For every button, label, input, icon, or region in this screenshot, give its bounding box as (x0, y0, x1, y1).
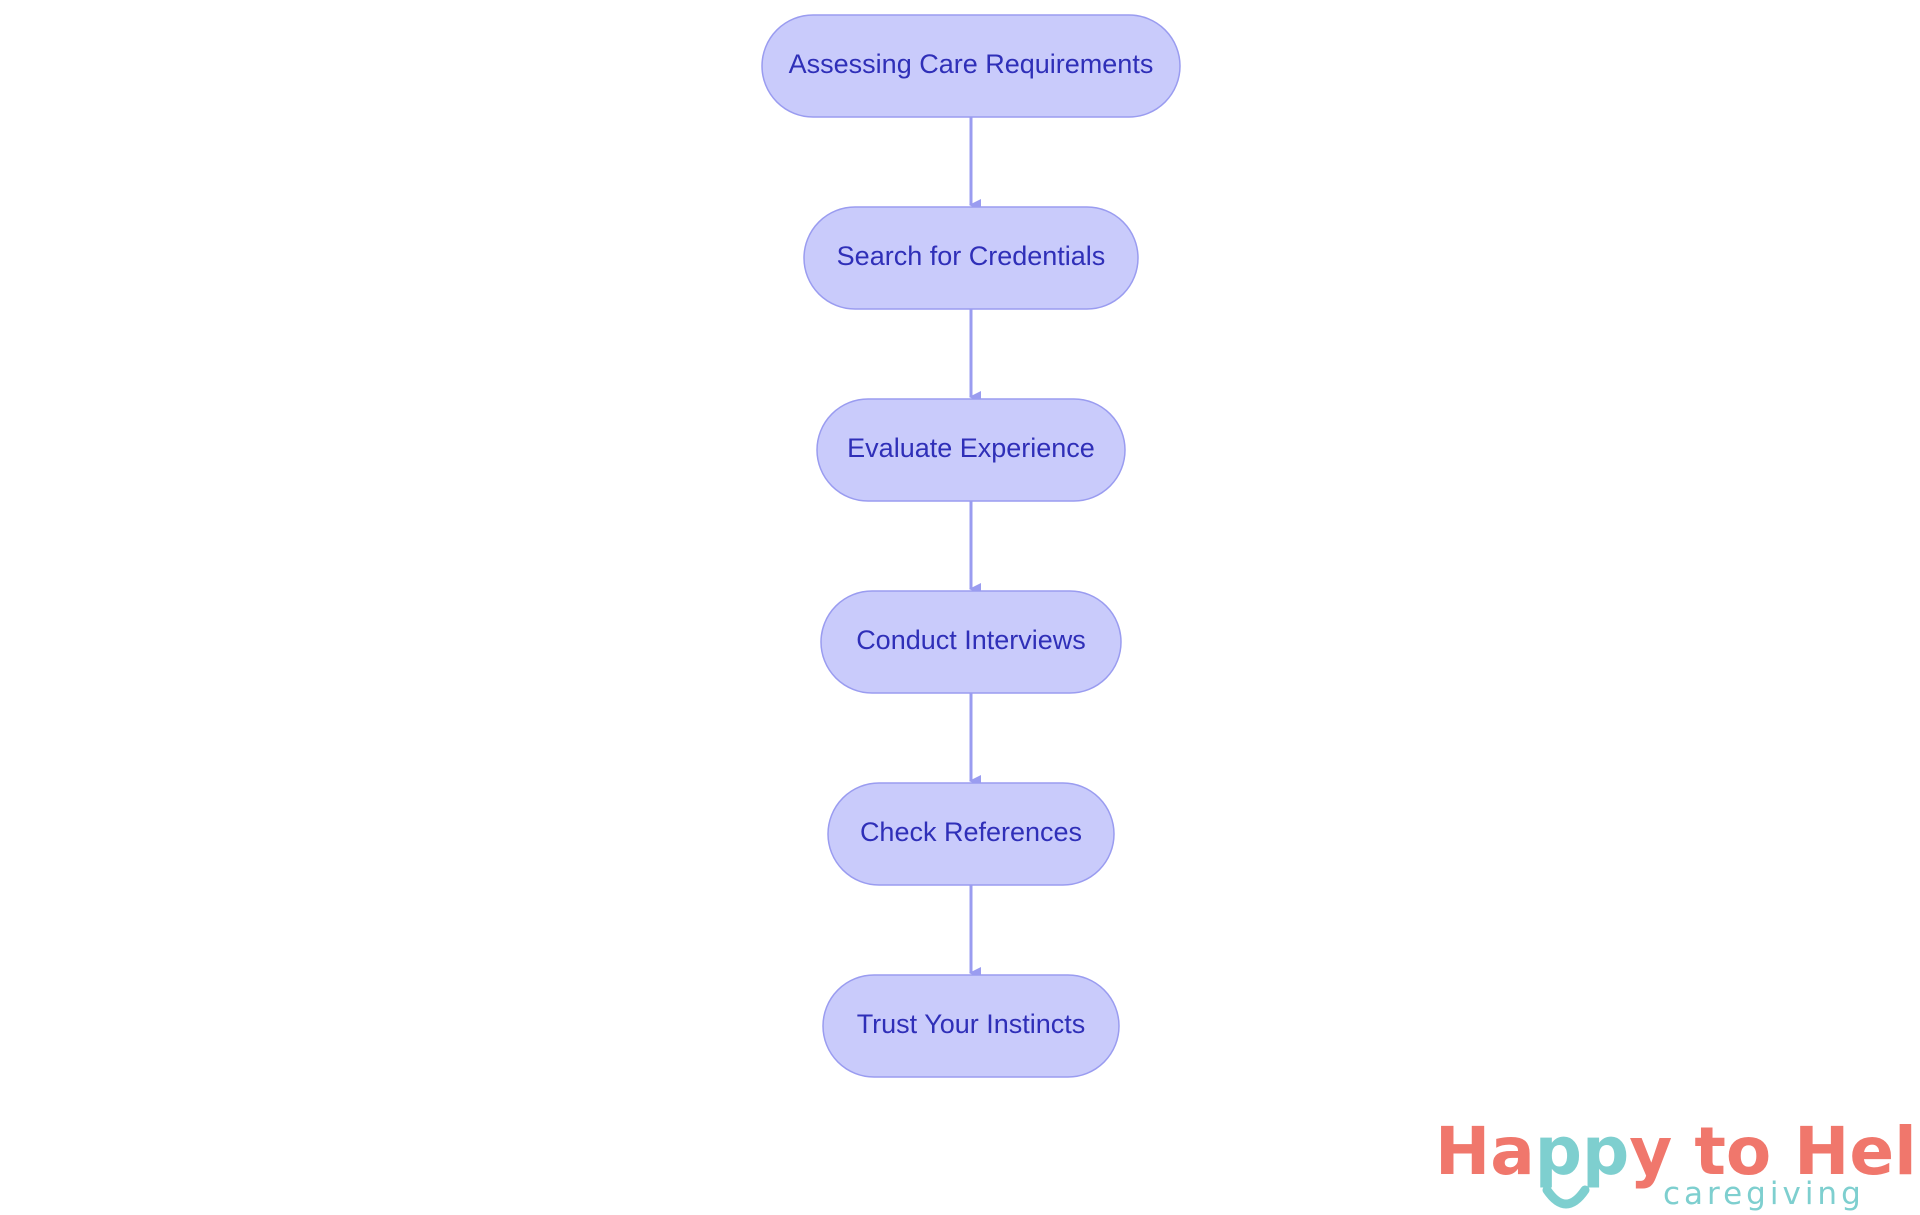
node-shape (803, 206, 1139, 310)
flow-node-conduct-interviews: Conduct Interviews (820, 590, 1122, 694)
flow-node-trust-your-instincts: Trust Your Instincts (822, 974, 1120, 1078)
logo-word-to-help: to Help (1694, 1113, 1920, 1190)
logo-word-ha: Ha (1435, 1113, 1535, 1190)
logo-letter-p1: p (1535, 1113, 1582, 1190)
flow-node-evaluate-experience: Evaluate Experience (816, 398, 1126, 502)
node-label: Evaluate Experience (847, 433, 1095, 463)
node-label: Conduct Interviews (856, 625, 1086, 655)
logo-tagline: caregiving (1663, 1176, 1865, 1212)
node-label: Trust Your Instincts (857, 1009, 1086, 1039)
happy-to-help-logo: Happy to Help caregiving (1435, 1113, 1920, 1212)
logo-letter-p2: p (1582, 1113, 1629, 1190)
flow-node-search-for-credentials: Search for Credentials (803, 206, 1139, 310)
node-label: Search for Credentials (837, 241, 1106, 271)
node-shape (816, 398, 1126, 502)
node-shape (827, 782, 1115, 886)
logo-letter-y: y (1629, 1113, 1672, 1190)
node-shape (822, 974, 1120, 1078)
node-shape (820, 590, 1122, 694)
node-label: Check References (860, 817, 1082, 847)
flow-node-assessing-care-requirements: Assessing Care Requirements (761, 14, 1181, 118)
flow-node-check-references: Check References (827, 782, 1115, 886)
node-label: Assessing Care Requirements (789, 49, 1154, 79)
logo-wordmark: Happy to Help (1435, 1113, 1920, 1190)
node-shape (761, 14, 1181, 118)
smile-icon (1542, 1185, 1590, 1209)
